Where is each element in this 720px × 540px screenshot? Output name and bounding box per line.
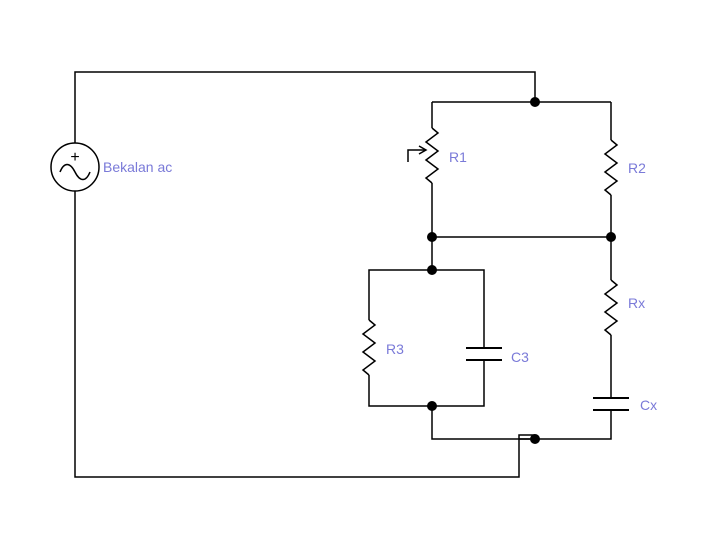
source-plus-sign: + <box>70 149 79 166</box>
rx-resistor-zigzag <box>603 279 619 336</box>
wire-r3c3-top <box>368 269 485 348</box>
junction-node-r2-bottom <box>606 232 616 242</box>
r2-label: R2 <box>628 160 646 176</box>
ac-source-icon: + <box>50 142 100 192</box>
wire-r3c3-bottom <box>368 360 485 407</box>
r3-resistor-zigzag <box>361 319 377 376</box>
c3-label: C3 <box>511 349 529 365</box>
junction-node-r3c3-top <box>427 265 437 275</box>
rx-label: Rx <box>628 295 645 311</box>
r1-wiper-arrowhead <box>418 145 428 155</box>
r3-label: R3 <box>386 341 404 357</box>
source-label: Bekalan ac <box>103 159 172 175</box>
r1-resistor-zigzag <box>424 127 440 184</box>
junction-node-r1-bottom <box>427 232 437 242</box>
wire-cx-bottom <box>535 410 612 440</box>
junction-node-bottom <box>530 434 540 444</box>
r1-label: R1 <box>449 149 467 165</box>
junction-node-r3c3-bottom <box>427 401 437 411</box>
r1-wiper-arrow <box>407 149 426 162</box>
wire-r3c3-to-detector <box>431 406 535 440</box>
wire-source-top <box>74 71 536 148</box>
wire-source-bottom <box>74 188 535 478</box>
r2-resistor-zigzag <box>603 139 619 196</box>
junction-node-top <box>530 97 540 107</box>
cx-label: Cx <box>640 397 657 413</box>
